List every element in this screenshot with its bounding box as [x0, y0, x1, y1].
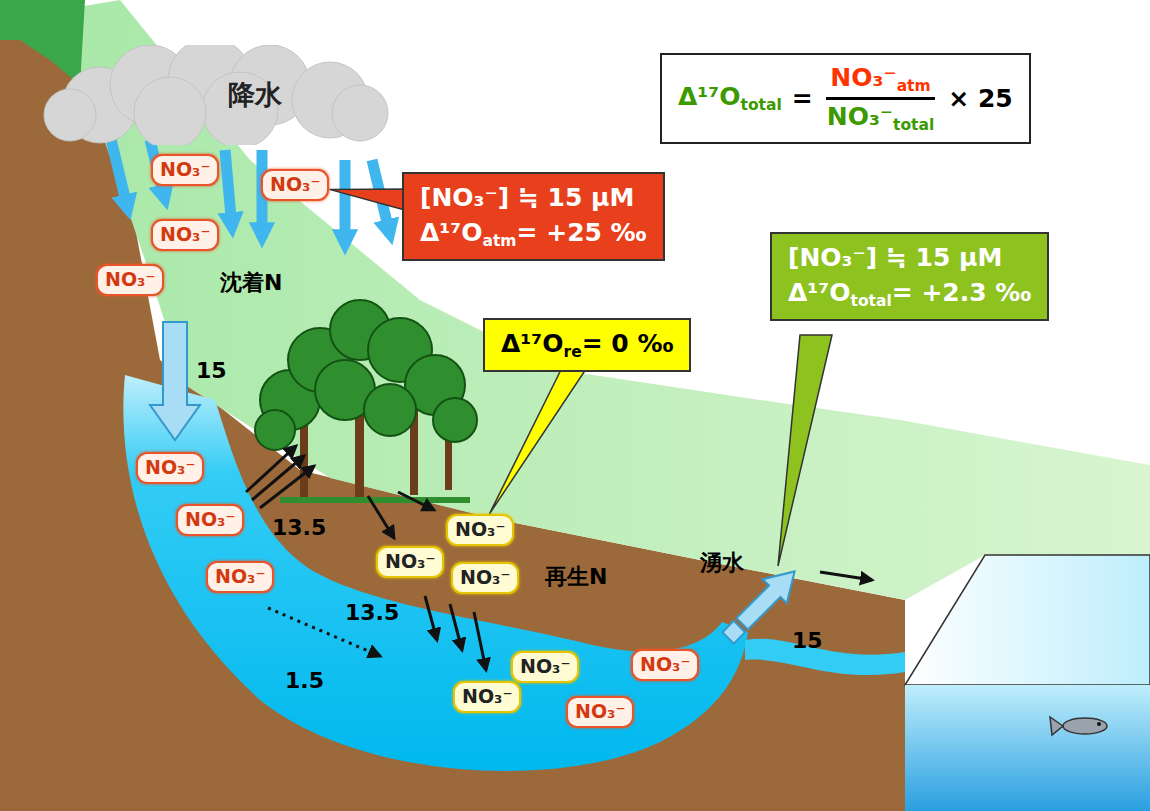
node-text: NO₃⁻: [215, 565, 265, 587]
nitrate-pill: NO₃⁻: [453, 681, 521, 713]
node-text: [NO₃⁻] ≒ 15 μM: [420, 183, 634, 212]
flow-label: 15: [792, 628, 823, 653]
subscript-text: total: [893, 116, 934, 134]
hill-slope: [60, 0, 1150, 600]
node-text: [NO₃⁻] ≒ 15 μM: [788, 243, 1002, 272]
flow-label: 13.5: [345, 600, 399, 625]
nitrate-pill: NO₃⁻: [151, 219, 219, 251]
node-text: NO₃⁻: [270, 173, 320, 195]
subscript-text: re: [564, 343, 582, 361]
callout-line: [NO₃⁻] ≒ 15 μM: [788, 240, 1031, 275]
flux-arrows: [246, 446, 486, 670]
nitrate-pill: NO₃⁻: [631, 649, 699, 681]
node-text: NO₃⁻: [105, 268, 155, 290]
node-text: = +2.3 ‰: [892, 278, 1032, 307]
formula-box: Δ¹⁷Ototal=NO₃⁻atmNO₃⁻total× 25: [660, 53, 1031, 144]
nitrate-pill: NO₃⁻: [261, 169, 329, 201]
subscript-text: total: [741, 96, 782, 114]
nitrate-pill: NO₃⁻: [136, 452, 204, 484]
callout-box: Δ¹⁷Ore= 0 ‰: [483, 318, 691, 372]
node-text: = 0 ‰: [582, 329, 674, 358]
flow-arrow: [820, 572, 872, 580]
node-text: NO₃⁻: [827, 102, 893, 131]
node-text: 降水: [228, 77, 282, 113]
node-text: NO₃⁻: [460, 566, 510, 588]
river: [745, 639, 905, 675]
callout-tail: [489, 359, 585, 514]
formula-term: Δ¹⁷Ototal: [678, 82, 782, 114]
sea: [905, 685, 1150, 811]
nitrate-pill: NO₃⁻: [176, 504, 244, 536]
node-text: Δ¹⁷O: [420, 218, 483, 247]
node-text: Δ¹⁷O: [501, 329, 564, 358]
flow-label: 1.5: [285, 668, 324, 693]
node-text: NO₃⁻: [160, 158, 210, 180]
node-text: NO₃⁻: [185, 508, 235, 530]
flow-label: 沈着N: [220, 268, 282, 298]
node-text: × 25: [948, 84, 1012, 113]
cloud-shape: [40, 45, 390, 145]
rain-cloud: 降水: [40, 45, 390, 145]
callout-box: [NO₃⁻] ≒ 15 μM Δ¹⁷Ototal= +2.3 ‰: [770, 232, 1049, 321]
nitrate-pill: NO₃⁻: [446, 514, 514, 546]
node-text: NO₃⁻: [455, 518, 505, 540]
callout-box: [NO₃⁻] ≒ 15 μM Δ¹⁷Oatm= +25 ‰: [402, 172, 665, 261]
sea-surface: [905, 555, 1150, 685]
node-text: NO₃⁻: [640, 653, 690, 675]
subscript-text: total: [851, 292, 892, 310]
flow-label: 13.5: [272, 515, 326, 540]
mountain-top: [0, 0, 85, 85]
node-text: =: [792, 84, 813, 113]
callout-line: Δ¹⁷Ototal= +2.3 ‰: [788, 275, 1031, 313]
formula-row: Δ¹⁷Ototal=NO₃⁻atmNO₃⁻total× 25: [678, 63, 1013, 134]
nitrate-pill: NO₃⁻: [451, 562, 519, 594]
fraction: NO₃⁻atmNO₃⁻total: [823, 63, 939, 134]
flow-label: 15: [196, 358, 227, 383]
fish: [1050, 717, 1107, 735]
callout-tail: [778, 335, 832, 566]
node-text: NO₃⁻: [830, 63, 896, 92]
nitrate-pill: NO₃⁻: [511, 651, 579, 683]
numerator: NO₃⁻atm: [826, 63, 934, 100]
node-text: Δ¹⁷O: [788, 278, 851, 307]
nitrate-pill: NO₃⁻: [206, 561, 274, 593]
nitrate-pill: NO₃⁻: [151, 154, 219, 186]
denominator: NO₃⁻total: [823, 100, 939, 134]
node-text: NO₃⁻: [462, 685, 512, 707]
node-text: NO₃⁻: [520, 655, 570, 677]
node-text: Δ¹⁷O: [678, 82, 741, 111]
node-text: NO₃⁻: [145, 456, 195, 478]
node-text: = +25 ‰: [517, 218, 647, 247]
subscript-text: atm: [483, 232, 517, 250]
node-text: NO₃⁻: [160, 223, 210, 245]
nitrate-pill: NO₃⁻: [376, 546, 444, 578]
node-text: NO₃⁻: [575, 700, 625, 722]
callout-line: [NO₃⁻] ≒ 15 μM: [420, 180, 647, 215]
callout-tail: [329, 189, 411, 211]
flow-label: 湧水: [700, 548, 744, 578]
subscript-text: atm: [897, 77, 931, 95]
deposition-arrow: [150, 322, 200, 440]
node-text: NO₃⁻: [385, 550, 435, 572]
nitrate-pill: NO₃⁻: [96, 264, 164, 296]
groundwater: [123, 375, 748, 771]
callout-line: Δ¹⁷Oatm= +25 ‰: [420, 215, 647, 253]
callout-line: Δ¹⁷Ore= 0 ‰: [501, 326, 673, 364]
nitrate-pill: NO₃⁻: [566, 696, 634, 728]
flow-label: 再生N: [545, 562, 607, 592]
